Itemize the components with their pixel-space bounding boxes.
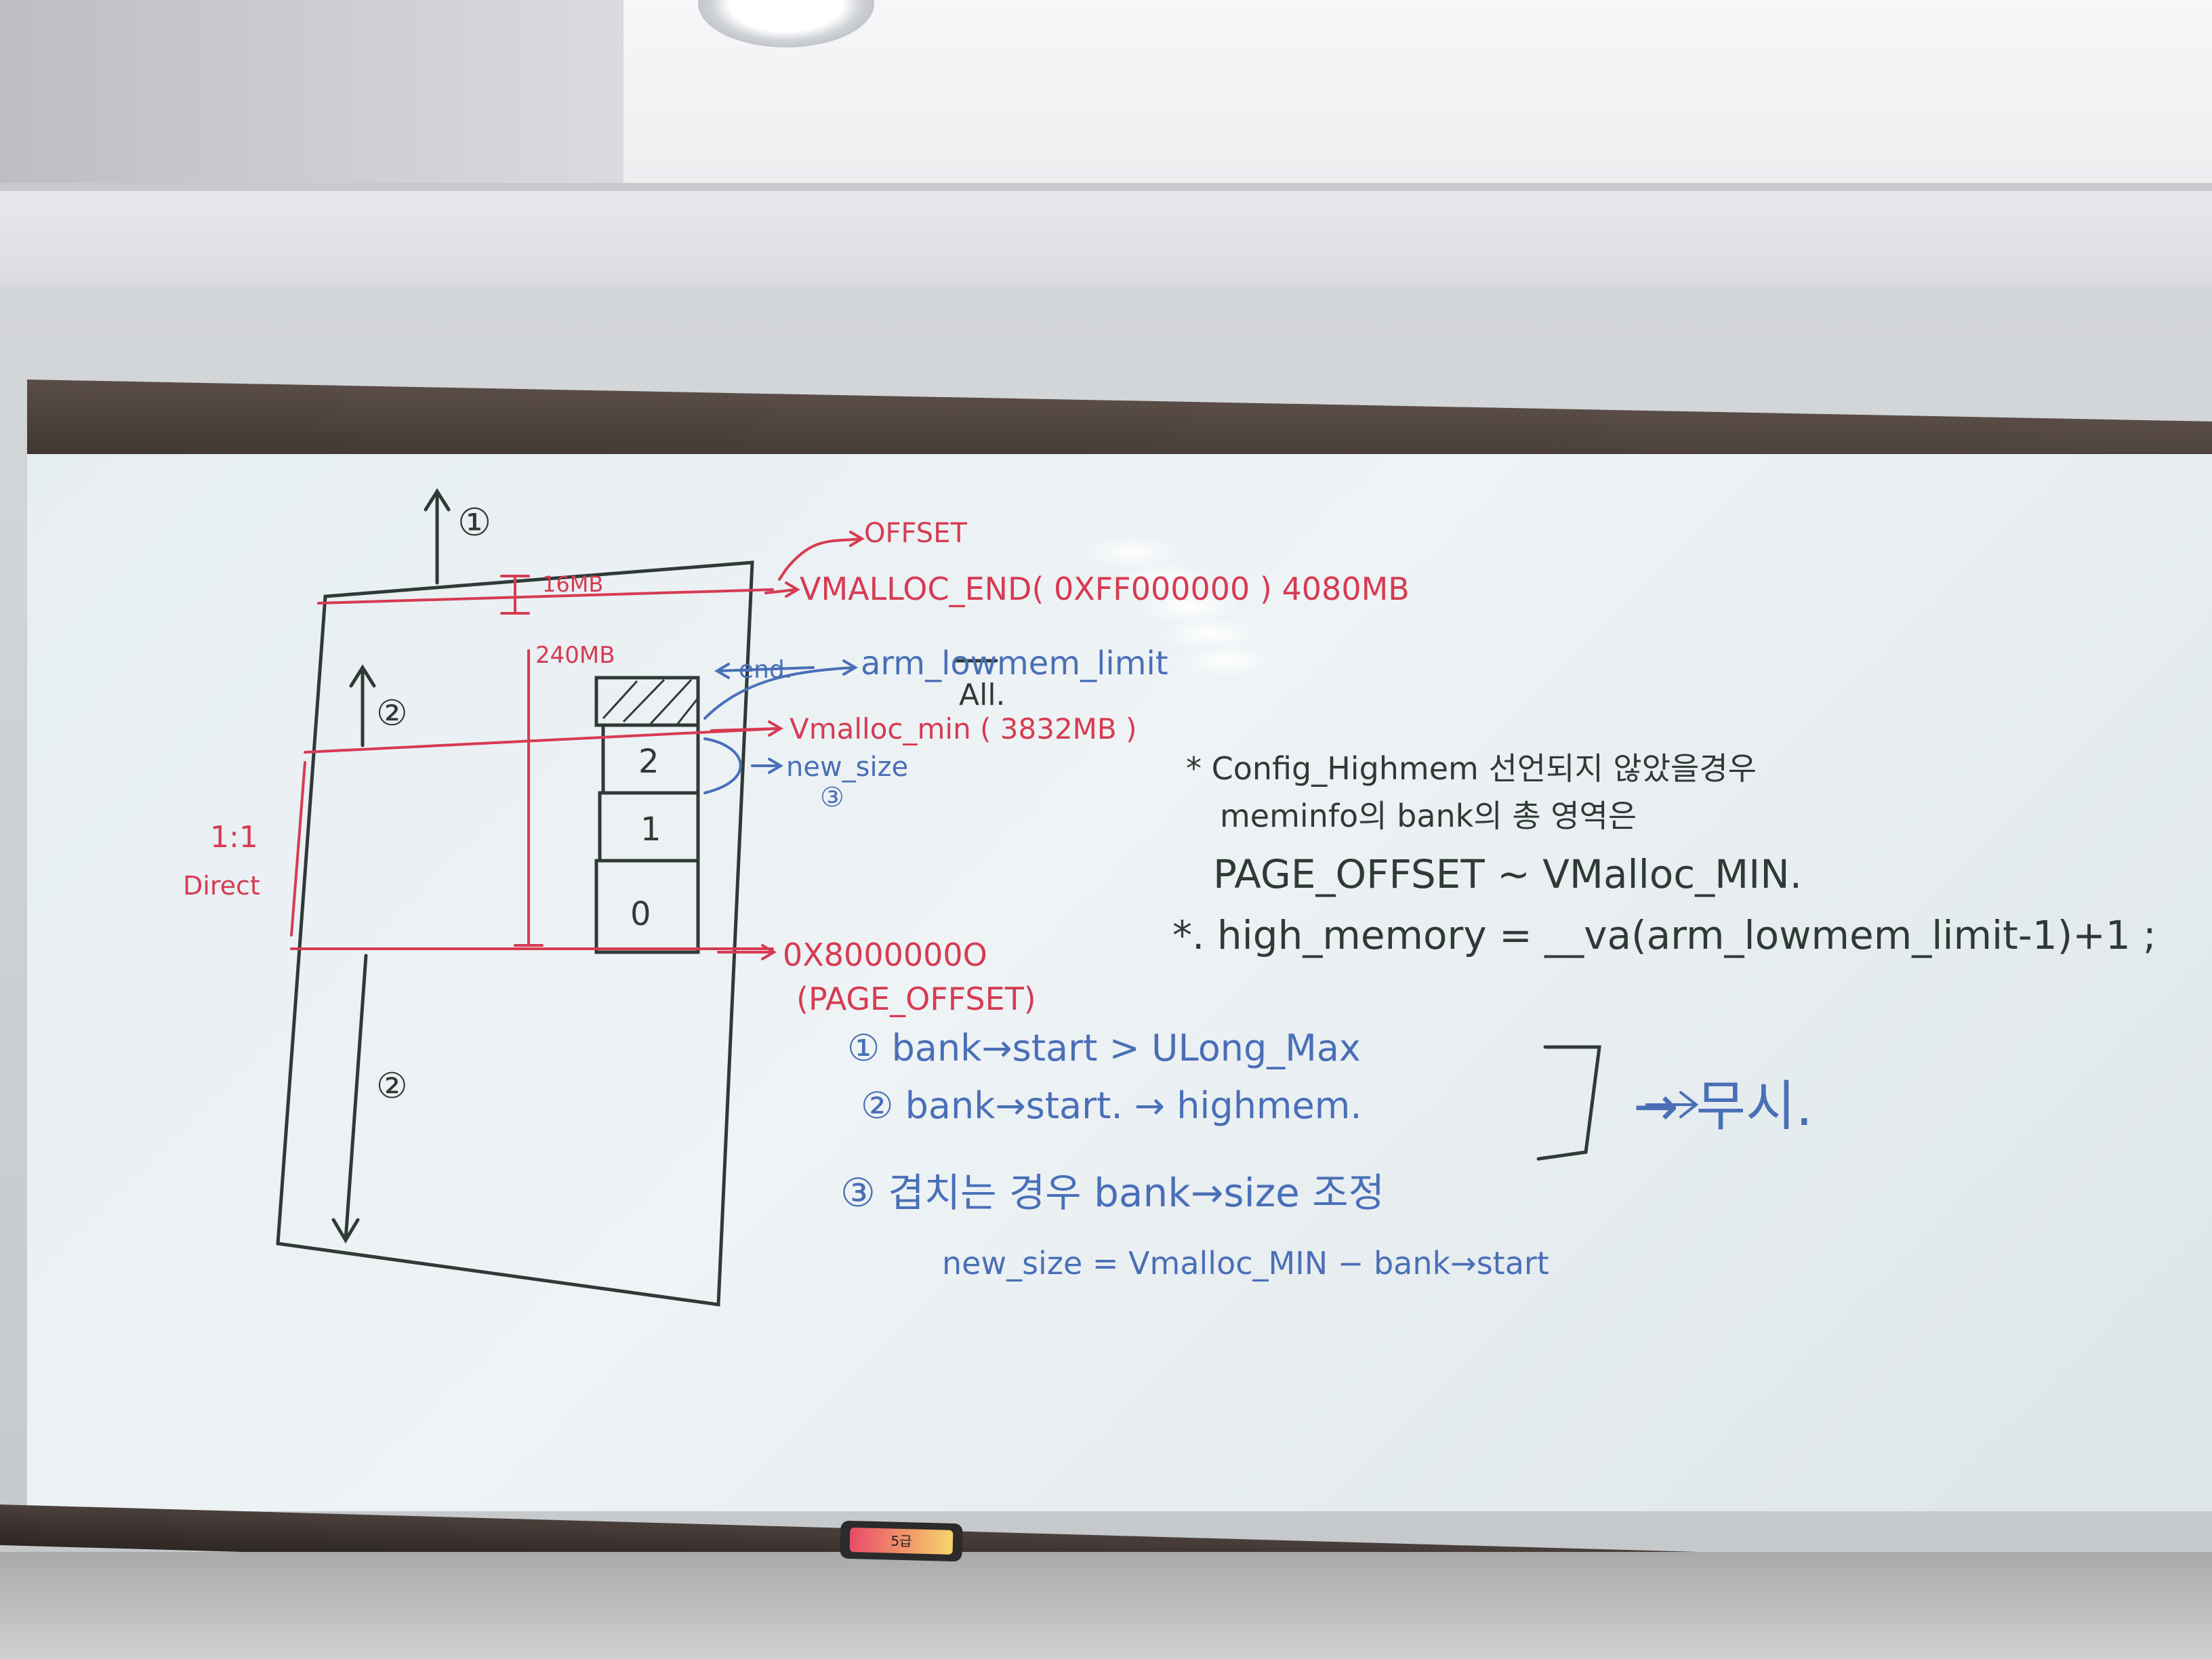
new-size-curve <box>703 737 742 794</box>
rule-1: ① bank→start > ULong_Max <box>847 1027 1361 1069</box>
hatching <box>602 678 699 725</box>
note-meminfo: meminfo의 bank의 총 영역은 <box>1220 798 1637 834</box>
ceiling-edge <box>0 183 2212 191</box>
new-size-circle-3: ③ <box>820 782 844 813</box>
new-size-label: new_size <box>786 752 908 783</box>
rules-brace <box>1536 1045 1601 1161</box>
bank-0-box <box>594 859 700 954</box>
ceiling-panel <box>623 0 2212 183</box>
whiteboard <box>27 454 2212 1511</box>
rule-3: ③ 겹치는 경우 bank→size 조정 <box>840 1170 1385 1216</box>
bank-1-label: 1 <box>640 811 661 848</box>
region-2-lower-label: ② <box>376 1066 408 1107</box>
ceiling-shadow <box>0 0 745 183</box>
page-offset-arrow <box>717 944 777 960</box>
all-label: All. <box>959 678 1006 712</box>
bank-2-label: 2 <box>638 743 659 781</box>
end-label: end. <box>739 656 792 684</box>
direct-bracket <box>290 761 306 937</box>
new-size-arrow <box>751 758 783 774</box>
lamp-reflection <box>1179 644 1274 678</box>
vmalloc-end-label: VMALLOC_END( 0XFF000000 ) 4080MB <box>800 571 1410 607</box>
region-2-upper-arrow <box>349 664 376 747</box>
ignore-label: → 무시. <box>1633 1075 1813 1138</box>
memory-map-outline <box>276 560 754 1307</box>
region-1-arrow <box>424 488 451 585</box>
size-16mb: 16MB <box>542 571 603 597</box>
note-config-highmem: * Config_Highmem 선언되지 않았을경우 <box>1186 750 1757 787</box>
16mb-bracket <box>500 575 530 615</box>
rule-2: ② bank→start. → highmem. <box>861 1084 1362 1127</box>
end-arrow <box>714 663 815 679</box>
note-page-offset-range: PAGE_OFFSET ~ VMalloc_MIN. <box>1213 851 1802 897</box>
arm-lowmem-limit-label: arm_lowmem_limit <box>861 644 1168 682</box>
240mb-bracket <box>514 649 544 947</box>
direct-label: Direct <box>183 871 260 901</box>
size-240mb: 240MB <box>535 642 615 669</box>
note-high-memory: *. high_memory = __va(arm_lowmem_limit-1… <box>1172 912 2156 958</box>
bank-0-label: 0 <box>630 895 651 933</box>
region-2-upper-label: ② <box>376 693 408 734</box>
vmalloc-end-arrow <box>764 581 800 598</box>
arm-lowmem-limit-arrow <box>703 659 858 720</box>
page-offset-address: 0X8000000O <box>783 937 987 973</box>
offset-label: OFFSET <box>864 518 967 549</box>
new-size-formula: new_size = Vmalloc_MIN − bank→start <box>942 1245 1549 1282</box>
region-2-lower-arrow <box>331 954 368 1244</box>
region-1-label: ① <box>457 501 491 545</box>
page-offset-label: (PAGE_OFFSET) <box>796 981 1036 1017</box>
offset-arrow <box>778 531 865 581</box>
vmalloc-min-line <box>304 727 781 754</box>
ignore-arrow <box>1645 1091 1699 1118</box>
vmalloc-min-label: Vmalloc_min ( 3832MB ) <box>790 712 1136 745</box>
one-to-one-label: 1:1 <box>210 820 258 855</box>
vmalloc-end-line <box>317 588 774 605</box>
lower-wall <box>0 1552 2212 1659</box>
vmalloc-min-arrow <box>710 720 783 737</box>
